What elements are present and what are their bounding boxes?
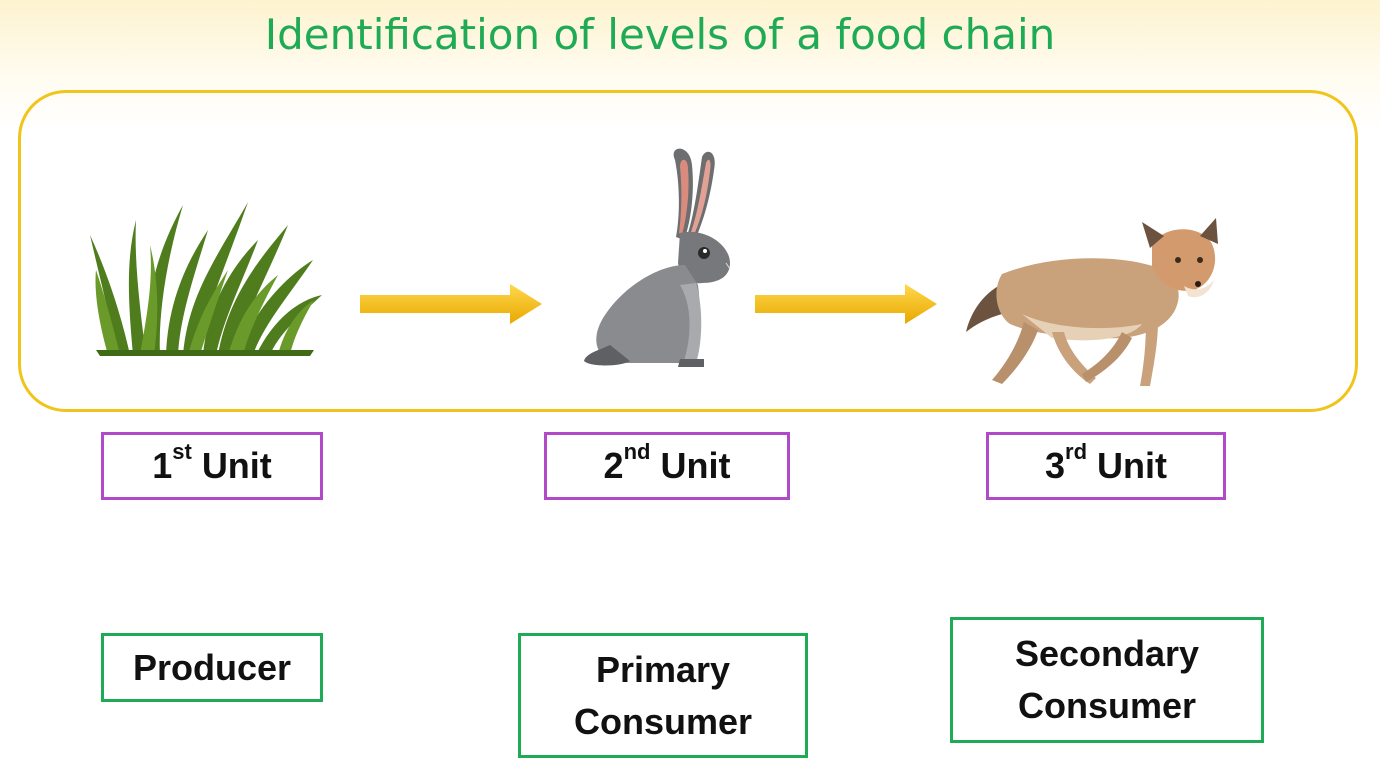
- arrow-right-icon: [360, 284, 542, 324]
- unit-2-suffix: nd: [623, 439, 651, 464]
- role-producer: Producer: [101, 633, 323, 702]
- unit-2-number: 2: [603, 445, 624, 486]
- role-primary-line-2: Consumer: [573, 700, 753, 742]
- unit-3-suffix: rd: [1065, 439, 1088, 464]
- unit-1-suffix: st: [172, 439, 192, 464]
- role-secondary-consumer: Secondary Consumer: [950, 617, 1264, 743]
- food-chain-frame: [18, 90, 1358, 412]
- unit-3-word: Unit: [1097, 445, 1168, 486]
- unit-1-word: Unit: [201, 445, 272, 486]
- role-primary-consumer: Primary Consumer: [518, 633, 808, 758]
- role-producer-text: Producer: [132, 646, 292, 688]
- fox-icon: [966, 218, 1218, 386]
- role-secondary-line-2: Consumer: [1017, 685, 1197, 726]
- unit-1-number: 1: [152, 445, 173, 486]
- arrow-right-icon: [755, 284, 937, 324]
- role-primary-line-1: Primary: [595, 648, 731, 690]
- unit-2-word: Unit: [660, 445, 731, 486]
- grass-icon: [90, 202, 322, 356]
- page-title: Identification of levels of a food chain: [264, 10, 1056, 59]
- rabbit-icon: [584, 148, 731, 367]
- role-secondary-line-1: Secondary: [1014, 633, 1200, 674]
- unit-3-number: 3: [1044, 445, 1066, 486]
